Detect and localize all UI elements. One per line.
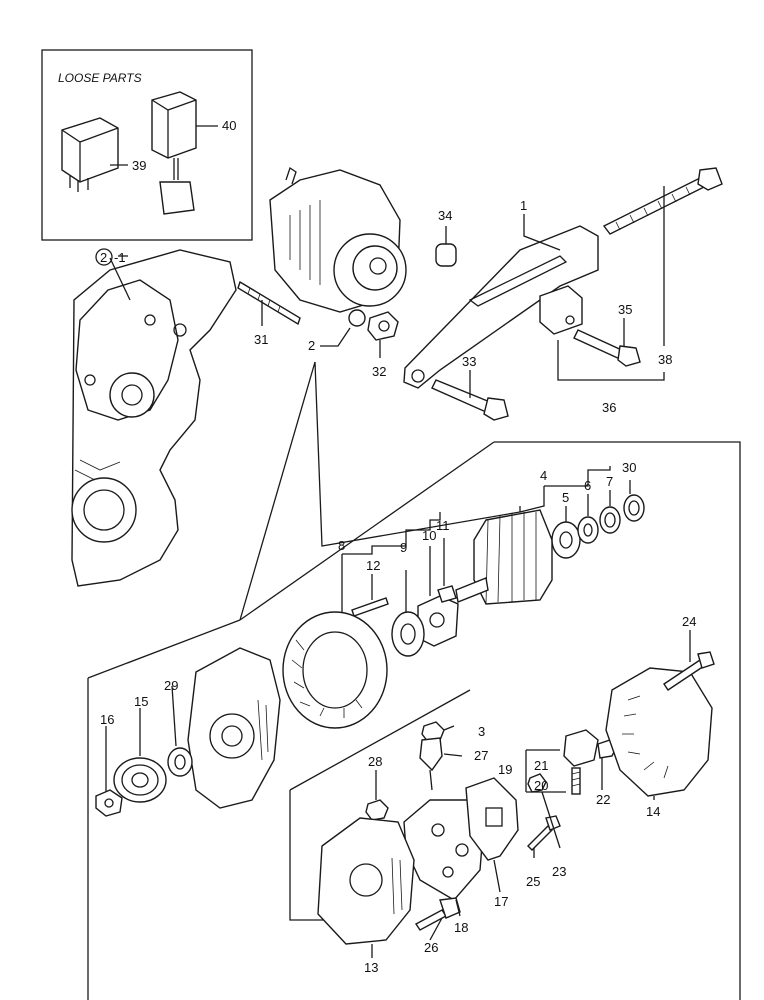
drive-frame-drawing: [187, 647, 281, 809]
relay-39-drawing: [61, 117, 119, 192]
stator-8-drawing: [282, 611, 388, 729]
collar-34-drawing: [435, 243, 457, 267]
callout-20: 20: [534, 778, 548, 793]
callout-13: 13: [364, 960, 378, 975]
washer-6-drawing: [577, 516, 599, 544]
engine-cover-drawing: [71, 249, 237, 587]
rear-frame-13-drawing: [317, 817, 415, 945]
callout-35: 35: [618, 302, 632, 317]
bolt-35-drawing: [573, 329, 641, 367]
nut-28-drawing: [365, 799, 389, 821]
nut-23-drawing: [527, 773, 547, 793]
callout-5: 5: [562, 490, 569, 505]
callout-33: 33: [462, 354, 476, 369]
loose-parts-title: LOOSE PARTS: [58, 71, 142, 85]
callout-29: 29: [164, 678, 178, 693]
callout-4: 4: [540, 468, 547, 483]
regulator-17-drawing: [465, 777, 519, 861]
callout-6: 6: [584, 478, 591, 493]
callout-24: 24: [682, 614, 696, 629]
relay-40-drawing: [151, 91, 197, 215]
screw-12-drawing: [351, 597, 389, 617]
callout-19: 19: [498, 762, 512, 777]
callout-9: 9: [400, 540, 407, 555]
alternator-assembly-drawing: [269, 166, 407, 327]
callout-2: 2: [308, 338, 315, 353]
washer-30-drawing: [623, 494, 645, 522]
callout-32: 32: [372, 364, 386, 379]
callout-34: 34: [438, 208, 452, 223]
rear-cover-14-drawing: [605, 667, 713, 797]
insulator-27-drawing: [419, 737, 443, 791]
bolt-38-drawing: [602, 167, 723, 235]
stud-31-drawing: [237, 280, 301, 326]
callout-7: 7: [606, 474, 613, 489]
callout-11: 11: [436, 518, 450, 533]
callout-2-1-circle-number: 2: [100, 250, 107, 265]
callout-27: 27: [474, 748, 488, 763]
adjusting-bracket-1-drawing: [403, 225, 599, 389]
nut-16-drawing: [95, 789, 123, 817]
bearing-5-drawing: [551, 521, 581, 559]
nut-32-drawing: [367, 311, 399, 341]
callout-16: 16: [100, 712, 114, 727]
callout-23: 23: [552, 864, 566, 879]
callout-2-1-suffix: -1: [114, 250, 126, 265]
ring-7-drawing: [599, 506, 621, 534]
nut-block-36-drawing: [539, 285, 583, 335]
callout-1: 1: [520, 198, 527, 213]
loose-parts-box: LOOSE PARTS: [41, 49, 253, 241]
screw-11-drawing: [437, 585, 457, 603]
callout-36: 36: [602, 400, 616, 415]
callout-31: 31: [254, 332, 268, 347]
rectifier-18-drawing: [403, 799, 485, 901]
bolt-26-drawing: [414, 897, 461, 931]
bolt-25-drawing: [527, 815, 561, 851]
brush-20-drawing: [571, 767, 581, 795]
bearing-9-drawing: [391, 611, 425, 657]
callout-14: 14: [646, 804, 660, 819]
callout-39: 39: [132, 158, 146, 173]
brush-holder-21-drawing: [563, 729, 599, 767]
callout-15: 15: [134, 694, 148, 709]
spacer-29-drawing: [167, 747, 193, 777]
callout-labels: 1 2 2 -1 3 4 5 6 7 8 9 10 11 12 13 14 15…: [95, 118, 696, 975]
callout-38: 38: [658, 352, 672, 367]
bolt-24-drawing: [663, 651, 715, 691]
callout-17: 17: [494, 894, 508, 909]
callout-18: 18: [454, 920, 468, 935]
exploded-view-frame: [87, 441, 741, 1000]
callout-30: 30: [622, 460, 636, 475]
callout-40: 40: [222, 118, 236, 133]
callout-12: 12: [366, 558, 380, 573]
callout-28: 28: [368, 754, 382, 769]
callout-25: 25: [526, 874, 540, 889]
callout-2-circle: [95, 248, 113, 266]
leader-lines: [105, 186, 691, 958]
bolt-33-drawing: [431, 379, 509, 421]
callout-26: 26: [424, 940, 438, 955]
pulley-15-drawing: [113, 757, 167, 803]
callout-8: 8: [338, 538, 345, 553]
callout-3: 3: [478, 724, 485, 739]
callout-21: 21: [534, 758, 548, 773]
callout-22: 22: [596, 792, 610, 807]
callout-10: 10: [422, 528, 436, 543]
rotor-4-drawing: [455, 509, 553, 605]
